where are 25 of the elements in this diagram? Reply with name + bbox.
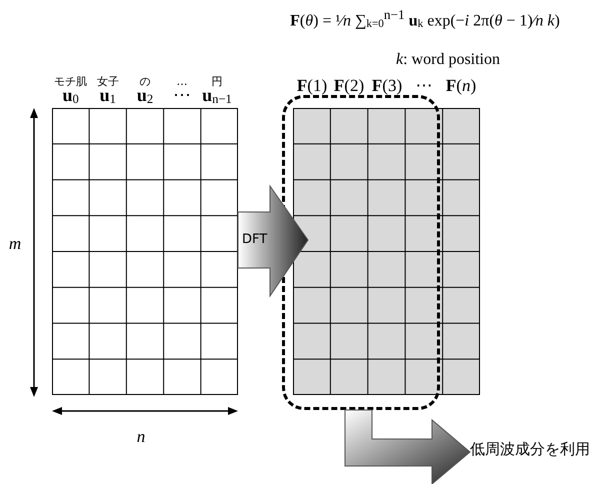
result-text: 低周波成分を利用 — [470, 440, 610, 462]
word-label: 円 — [212, 76, 222, 87]
word-label: の — [140, 76, 150, 87]
matrix-grid — [52, 108, 238, 395]
vector-label: ⋯ — [416, 77, 432, 94]
vector-label: u$_{2}$ — [136, 86, 154, 104]
vector-label: F(1) — [296, 77, 328, 94]
word-label: モチ肌 — [54, 76, 88, 87]
dimension-label: n — [136, 428, 146, 445]
word-label: … — [176, 76, 188, 87]
block-arrow — [238, 184, 309, 298]
vector-label: u$_{1}$ — [100, 86, 116, 104]
formula: F(θ) = ¹⁄n ∑$_{k=0}$$^{n−1}$ u$_{k}$ exp(−i 2π(θ − 1)⁄n k) — [290, 8, 560, 30]
vector-label: F(n) — [446, 77, 476, 94]
caption-text: k: word position — [396, 52, 500, 68]
vector-label: u$_{n−1}$ — [202, 86, 232, 104]
vector-label: u$_{0}$ — [62, 86, 79, 104]
edge-label: DFT — [242, 233, 268, 246]
matrix-grid — [293, 108, 480, 395]
vector-label: F(2) — [334, 77, 364, 94]
vector-label: F(3) — [372, 77, 402, 94]
block-arrow — [344, 410, 471, 484]
dimension-label: m — [8, 235, 22, 252]
word-label: 女子 — [96, 76, 119, 87]
vector-label: ⋯ — [173, 86, 191, 104]
